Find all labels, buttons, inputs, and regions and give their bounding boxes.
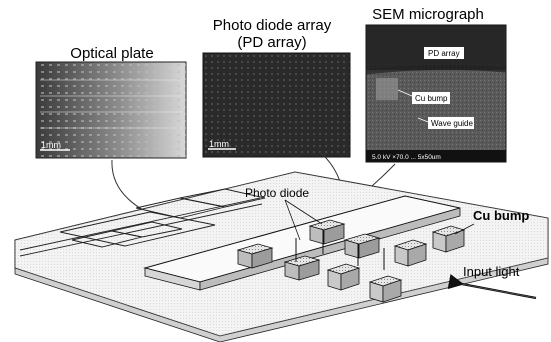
sem-footer-text: 5.0 kV ×70.0 ... 5x50um	[372, 154, 441, 161]
sem-cu-bump-shape	[376, 78, 398, 100]
optical-plate-panel: Optical plate 1mm	[36, 45, 186, 158]
sem-title: SEM micrograph	[372, 6, 484, 23]
sem-wave-guide-label: Wave guide	[431, 119, 474, 128]
pd-array-title-line1: Photo diode array	[213, 17, 332, 34]
pd-array-title-line2: (PD array)	[237, 34, 306, 51]
pd-array-scale-label: 1mm	[209, 139, 229, 149]
cu-bump-cube	[395, 246, 408, 266]
optical-plate-scale-label: 1mm	[41, 140, 61, 150]
cu-bump-cube	[328, 270, 341, 290]
input-light-arrow-highlight	[462, 284, 536, 298]
sem-cu-bump-label: Cu bump	[415, 94, 448, 103]
pd-array-panel: Photo diode array (PD array) 1mm	[203, 17, 350, 157]
optical-plate-title: Optical plate	[70, 45, 153, 62]
cu-bump-cube	[433, 232, 446, 252]
input-light-label: Input light	[463, 264, 520, 279]
photo-diode-label: Photo diode	[245, 186, 309, 200]
sem-panel: SEM micrograph PD array Cu bump Wave gui…	[366, 6, 506, 162]
cu-bump-cube	[370, 282, 383, 302]
sem-pd-array-label: PD array	[428, 49, 460, 58]
cu-bump-label: Cu bump	[473, 208, 529, 223]
